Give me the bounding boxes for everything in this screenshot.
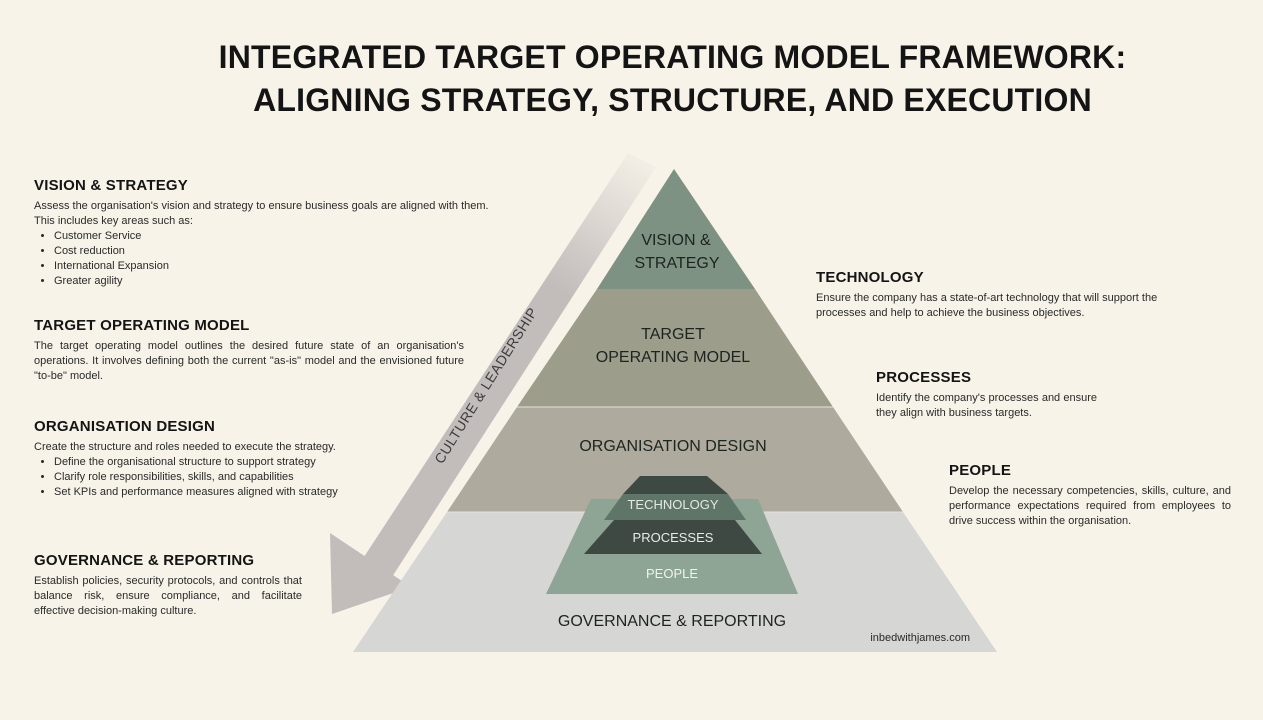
people-block: PEOPLE Develop the necessary competencie… xyxy=(949,462,1231,529)
processes-heading: PROCESSES xyxy=(876,369,972,386)
vision-strategy-list: Customer Service Cost reduction Internat… xyxy=(34,229,534,289)
page-title: INTEGRATED TARGET OPERATING MODEL FRAMEW… xyxy=(140,36,1205,122)
arrow-head xyxy=(330,533,411,614)
tier-org-design-label: ORGANISATION DESIGN xyxy=(579,438,766,455)
arrow-shaft xyxy=(362,153,656,577)
technology-text: Ensure the company has a state-of-art te… xyxy=(816,292,1158,319)
title-line-2: ALIGNING STRATEGY, STRUCTURE, AND EXECUT… xyxy=(253,82,1092,118)
tier-governance-label: GOVERNANCE & REPORTING xyxy=(558,613,786,630)
list-item: Greater agility xyxy=(54,274,534,289)
inner-people-label: PEOPLE xyxy=(646,566,698,581)
inner-technology-label: TECHNOLOGY xyxy=(627,497,718,512)
tier-organisation-design xyxy=(447,407,903,512)
list-item: Clarify role responsibilities, skills, a… xyxy=(54,470,454,485)
inner-processes-label: PROCESSES xyxy=(633,530,714,545)
vision-strategy-heading: VISION & STRATEGY xyxy=(34,177,188,194)
governance-reporting-heading: GOVERNANCE & REPORTING xyxy=(34,552,255,569)
list-item: International Expansion xyxy=(54,259,534,274)
list-item: Define the organisational structure to s… xyxy=(54,455,454,470)
list-item: Cost reduction xyxy=(54,244,534,259)
inner-tier-processes xyxy=(584,520,762,554)
organisation-design-block: ORGANISATION DESIGN Create the structure… xyxy=(34,418,454,500)
target-operating-model-heading: TARGET OPERATING MODEL xyxy=(34,317,250,334)
people-text: Develop the necessary competencies, skil… xyxy=(949,485,1231,527)
tier-vision-strategy xyxy=(597,169,755,289)
watermark: inbedwithjames.com xyxy=(870,632,970,644)
tier-vision-label-1: VISION & xyxy=(641,232,711,249)
vision-strategy-block: VISION & STRATEGY Assess the organisatio… xyxy=(34,177,534,289)
inner-tier-technology-top xyxy=(623,476,728,494)
tier-vision-label-2: STRATEGY xyxy=(634,255,719,272)
people-heading: PEOPLE xyxy=(949,462,1012,479)
governance-reporting-text: Establish policies, security protocols, … xyxy=(34,575,302,617)
list-item: Set KPIs and performance measures aligne… xyxy=(54,485,454,500)
organisation-design-text: Create the structure and roles needed to… xyxy=(34,441,336,453)
vision-strategy-text-1: Assess the organisation's vision and str… xyxy=(34,200,489,212)
tier-tom-label-1: TARGET xyxy=(641,326,705,343)
governance-reporting-block: GOVERNANCE & REPORTING Establish policie… xyxy=(34,552,302,619)
processes-text: Identify the company's processes and ens… xyxy=(876,392,1097,419)
processes-block: PROCESSES Identify the company's process… xyxy=(876,369,1097,421)
vision-strategy-text-2: This includes key areas such as: xyxy=(34,215,193,227)
inner-tier-technology-base xyxy=(604,494,746,520)
technology-block: TECHNOLOGY Ensure the company has a stat… xyxy=(816,269,1186,321)
list-item: Customer Service xyxy=(54,229,534,244)
title-line-1: INTEGRATED TARGET OPERATING MODEL FRAMEW… xyxy=(218,39,1127,75)
tier-tom-label-2: OPERATING MODEL xyxy=(596,349,750,366)
target-operating-model-text: The target operating model outlines the … xyxy=(34,340,464,382)
pyramid: VISION & STRATEGY TARGET OPERATING MODEL… xyxy=(353,169,997,652)
target-operating-model-block: TARGET OPERATING MODEL The target operat… xyxy=(34,317,464,384)
organisation-design-heading: ORGANISATION DESIGN xyxy=(34,418,216,435)
technology-heading: TECHNOLOGY xyxy=(816,269,924,286)
organisation-design-list: Define the organisational structure to s… xyxy=(34,455,454,500)
tier-target-operating-model xyxy=(517,289,833,407)
